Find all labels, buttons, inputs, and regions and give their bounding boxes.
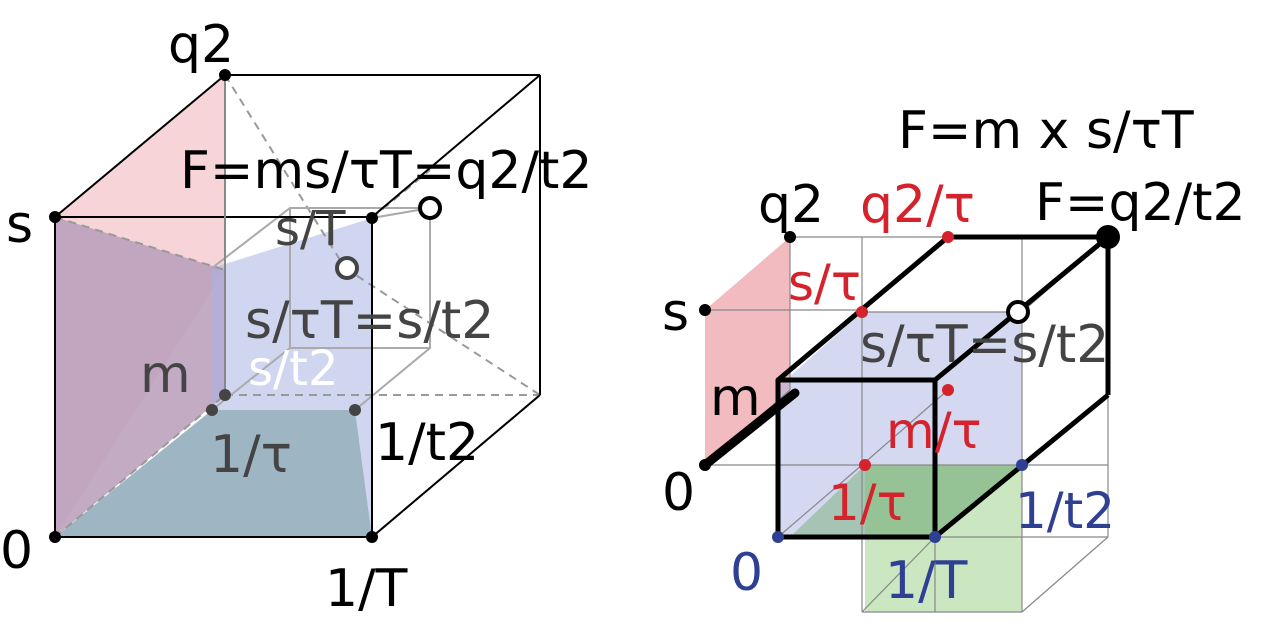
right-label-0-blue: 0 xyxy=(730,543,763,603)
left-formula-stauT: s/τT=s/t2 xyxy=(245,291,494,351)
left-formula-F: F=ms/τT=q2/t2 xyxy=(180,141,592,201)
left-dot-1t2 xyxy=(349,404,361,416)
right-label-1T: 1/T xyxy=(885,551,968,611)
right-dots xyxy=(699,225,1120,543)
right-dot-s xyxy=(699,304,711,316)
right-label-stau: s/τ xyxy=(788,254,861,312)
left-label-sT: s/T xyxy=(275,201,346,257)
right-formula-F: F=m x s/τT xyxy=(898,101,1194,161)
right-label-s: s xyxy=(662,283,689,343)
right-dot-0-blue xyxy=(772,531,784,543)
right-dot-1t2 xyxy=(1016,459,1028,471)
right-dot-F xyxy=(1096,225,1120,249)
left-label-s: s xyxy=(6,195,33,255)
left-dot-s xyxy=(49,211,61,223)
right-label-F: F=q2/t2 xyxy=(1035,173,1246,233)
right-label-q2: q2 xyxy=(758,175,824,235)
right-label-1t2: 1/t2 xyxy=(1015,482,1115,540)
right-dot-q2tau xyxy=(942,231,954,243)
right-formula-stauT: s/τT=s/t2 xyxy=(860,315,1109,375)
left-open-dot-st2 xyxy=(335,256,359,280)
left-dots xyxy=(49,69,442,543)
left-dot-sT xyxy=(366,212,378,224)
right-label-1tau: 1/τ xyxy=(828,474,907,532)
left-dot-m xyxy=(219,389,231,401)
left-cube: q2 s 0 1/T s/T m s/t2 1/τ 1/t2 F=ms/τT=q… xyxy=(0,15,592,619)
left-label-1t2: 1/t2 xyxy=(375,413,479,473)
right-darkgreen-face xyxy=(790,465,1022,537)
right-label-m: m xyxy=(710,368,761,428)
left-teal-face xyxy=(55,410,372,537)
right-dot-mtau xyxy=(942,384,954,396)
right-dot-1T xyxy=(929,531,941,543)
right-dot-q2 xyxy=(784,231,796,243)
right-dot-1tau xyxy=(859,459,871,471)
left-dot-0 xyxy=(49,531,61,543)
left-dot-q2 xyxy=(219,69,231,81)
right-label-q2tau: q2/τ xyxy=(860,175,975,235)
left-label-st2: s/t2 xyxy=(248,341,339,397)
right-green-face xyxy=(865,465,1022,612)
left-label-m: m xyxy=(140,345,191,405)
right-label-0-black: 0 xyxy=(662,463,695,523)
left-open-dot-F xyxy=(418,196,442,220)
left-label-0: 0 xyxy=(0,521,33,581)
right-diagram: F=m x s/τT q2 q2/τ F=q2/t2 s s/τ s/τT=s/… xyxy=(662,101,1246,613)
right-open-dot-st2 xyxy=(1006,300,1030,324)
right-dot-stau xyxy=(856,306,868,318)
right-label-mtau: m/τ xyxy=(886,402,982,460)
right-labels: F=m x s/τT q2 q2/τ F=q2/t2 s s/τ s/τT=s/… xyxy=(662,101,1246,611)
left-lavender-face xyxy=(212,218,372,537)
right-dot-0 xyxy=(699,459,711,471)
left-dot-1T xyxy=(366,531,378,543)
left-label-q2: q2 xyxy=(168,15,234,75)
left-mauve-face xyxy=(55,217,225,537)
left-labels: q2 s 0 1/T s/T m s/t2 1/τ 1/t2 F=ms/τT=q… xyxy=(0,15,592,619)
right-axis-m xyxy=(700,388,800,470)
left-label-1tau: 1/τ xyxy=(210,425,292,485)
left-label-1T: 1/T xyxy=(325,559,408,619)
left-dot-1tau xyxy=(206,404,218,416)
